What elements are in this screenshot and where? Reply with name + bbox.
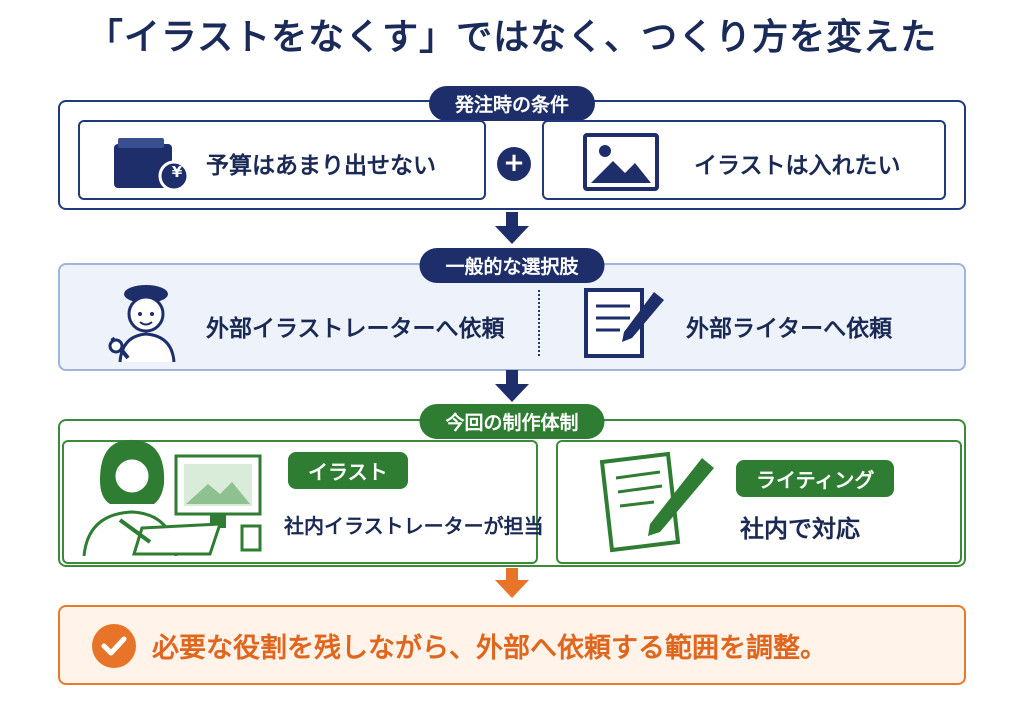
check-circle-icon bbox=[92, 624, 136, 668]
illustrator-at-desk-icon bbox=[82, 439, 262, 557]
writing-badge: ライティング bbox=[736, 460, 895, 497]
arrow-down-icon bbox=[495, 212, 529, 244]
arrow-down-icon-2 bbox=[495, 370, 529, 402]
options-header: 一般的な選択肢 bbox=[419, 248, 605, 283]
external-writer-label: 外部ライターへ依頼 bbox=[686, 316, 893, 342]
document-pen-icon bbox=[584, 288, 664, 358]
conclusion-text: 必要な役割を残しながら、外部へ依頼する範囲を調整。 bbox=[152, 633, 827, 664]
budget-label: 予算はあまり出せない bbox=[206, 153, 436, 179]
check-mark-icon bbox=[101, 636, 127, 656]
plus-icon: + bbox=[497, 147, 531, 181]
conclusion-section bbox=[58, 605, 966, 685]
illustrator-person-icon bbox=[108, 285, 176, 363]
options-divider bbox=[538, 290, 540, 356]
conditions-header: 発注時の条件 bbox=[428, 86, 596, 121]
arrow-down-icon-3 bbox=[495, 568, 529, 598]
production-header: 今回の制作体制 bbox=[419, 404, 605, 439]
yen-symbol: ¥ bbox=[171, 163, 183, 181]
illustration-badge: イラスト bbox=[288, 452, 408, 489]
page-title: 「イラストをなくす」ではなく、つくり方を変えた bbox=[86, 17, 938, 58]
document-writing-icon bbox=[599, 451, 714, 553]
image-icon bbox=[583, 133, 659, 191]
external-illustrator-label: 外部イラストレーターへ依頼 bbox=[206, 316, 505, 342]
in-house-writing-label: 社内で対応 bbox=[740, 515, 860, 543]
wallet-icon bbox=[114, 138, 190, 192]
illustration-label: イラストは入れたい bbox=[694, 153, 901, 179]
in-house-illustrator-label: 社内イラストレーターが担当 bbox=[284, 514, 544, 538]
